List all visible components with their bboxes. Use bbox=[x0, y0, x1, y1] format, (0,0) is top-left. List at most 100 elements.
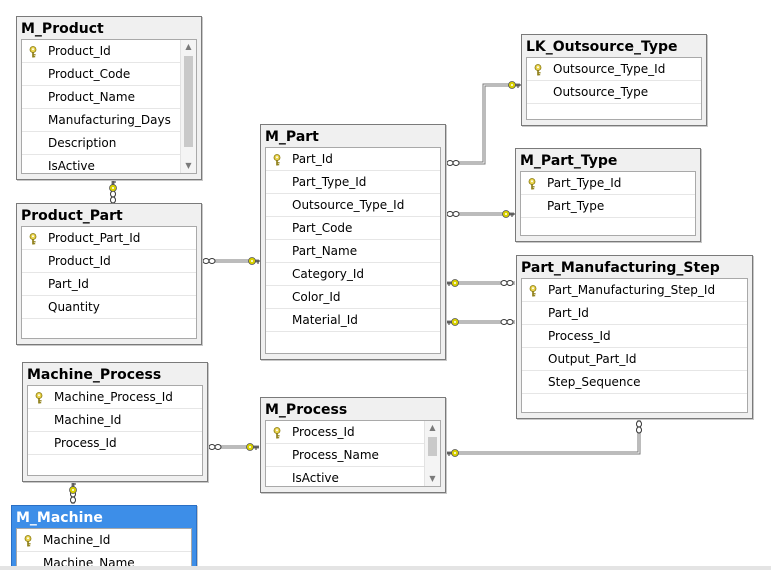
table-part-manufacturing-step[interactable]: Part_Manufacturing_Step Part_Manufacturi… bbox=[516, 255, 753, 419]
one-end-key-icon bbox=[508, 81, 521, 89]
column-name: Outsource_Type_Id bbox=[292, 198, 405, 212]
table-title: LK_Outsource_Type bbox=[526, 39, 678, 55]
column-name: Manufacturing_Days bbox=[48, 113, 171, 127]
column-row[interactable]: Process_Id bbox=[266, 421, 440, 444]
relationship-part-manufacturing-step-to-m-process[interactable] bbox=[446, 420, 642, 457]
table-title: Part_Manufacturing_Step bbox=[521, 260, 720, 276]
scroll-up-icon[interactable]: ▲ bbox=[429, 423, 436, 432]
column-name: Output_Part_Id bbox=[548, 352, 637, 366]
scroll-thumb[interactable] bbox=[184, 56, 193, 147]
scroll-down-icon[interactable]: ▼ bbox=[185, 161, 192, 170]
column-name: Color_Id bbox=[292, 290, 341, 304]
primary-key-icon bbox=[29, 46, 37, 58]
many-end-icon bbox=[500, 319, 508, 325]
column-row[interactable]: Product_Name bbox=[22, 86, 196, 109]
primary-key-icon bbox=[35, 392, 43, 404]
relationship-product-part-to-m-part[interactable] bbox=[202, 257, 261, 265]
column-row[interactable]: Color_Id bbox=[266, 286, 440, 309]
column-row[interactable]: Process_Id bbox=[28, 432, 202, 455]
relationship-m-part-to-lk-outsource-type[interactable] bbox=[446, 81, 521, 166]
column-row[interactable]: Part_Type_Id bbox=[266, 171, 440, 194]
column-row[interactable]: Material_Id bbox=[266, 309, 440, 332]
relationship-machine-process-to-m-machine[interactable] bbox=[69, 481, 77, 504]
column-name: Process_Id bbox=[548, 329, 611, 343]
column-row[interactable]: IsActive bbox=[266, 467, 440, 486]
column-row[interactable]: Process_Id bbox=[522, 325, 747, 348]
scroll-thumb[interactable] bbox=[428, 437, 437, 456]
column-row[interactable]: Outsource_Type_Id bbox=[527, 58, 701, 81]
column-row[interactable]: Part_Manufacturing_Step_Id bbox=[522, 279, 747, 302]
column-row[interactable]: Process_Name bbox=[266, 444, 440, 467]
primary-key-icon bbox=[273, 427, 281, 439]
column-name: Process_Name bbox=[292, 448, 379, 462]
scrollbar[interactable]: ▲ ▼ bbox=[180, 40, 196, 173]
primary-key-icon bbox=[29, 233, 37, 245]
scroll-down-icon[interactable]: ▼ bbox=[429, 474, 436, 483]
relationship-m-part-to-m-part-type[interactable] bbox=[446, 210, 515, 218]
column-row[interactable]: Quantity bbox=[22, 296, 196, 319]
table-title: M_Part_Type bbox=[520, 153, 618, 169]
column-row[interactable]: Part_Id bbox=[266, 148, 440, 171]
column-row[interactable]: Part_Code bbox=[266, 217, 440, 240]
column-name: Part_Manufacturing_Step_Id bbox=[548, 283, 716, 297]
column-name: Part_Id bbox=[548, 306, 589, 320]
column-row[interactable]: Step_Sequence bbox=[522, 371, 747, 394]
column-row[interactable]: Output_Part_Id bbox=[522, 348, 747, 371]
one-end-key-icon bbox=[446, 279, 459, 287]
column-row[interactable]: Part_Type_Id bbox=[521, 172, 695, 195]
column-name: Part_Id bbox=[48, 277, 89, 291]
one-end-key-icon bbox=[446, 449, 459, 457]
table-title: M_Part bbox=[265, 129, 319, 145]
column-row[interactable]: Product_Part_Id bbox=[22, 227, 196, 250]
relationship-product-part-to-m-product[interactable] bbox=[109, 179, 117, 204]
column-row[interactable]: Product_Id bbox=[22, 40, 196, 63]
column-row[interactable]: Part_Type bbox=[521, 195, 695, 218]
column-row[interactable]: Manufacturing_Days bbox=[22, 109, 196, 132]
column-row[interactable]: Part_Name bbox=[266, 240, 440, 263]
one-end-key-icon bbox=[69, 481, 77, 494]
column-row[interactable]: Outsource_Type_Id bbox=[266, 194, 440, 217]
scrollbar[interactable]: ▲ ▼ bbox=[424, 421, 440, 486]
column-name: Part_Name bbox=[292, 244, 358, 258]
relationship-part-manufacturing-step-to-m-part-part[interactable] bbox=[446, 279, 515, 287]
column-row[interactable]: Machine_Process_Id bbox=[28, 386, 202, 409]
column-name: Outsource_Type_Id bbox=[553, 62, 666, 76]
column-row[interactable]: Part_Id bbox=[22, 273, 196, 296]
many-end-icon bbox=[202, 258, 210, 264]
relationship-part-manufacturing-step-to-m-part-output[interactable] bbox=[446, 318, 515, 326]
column-row[interactable]: Machine_Id bbox=[28, 409, 202, 432]
many-end-icon bbox=[208, 444, 216, 450]
column-name: Material_Id bbox=[292, 313, 358, 327]
column-row[interactable]: Product_Code bbox=[22, 63, 196, 86]
one-end-key-icon bbox=[446, 318, 459, 326]
column-row[interactable]: Category_Id bbox=[266, 263, 440, 286]
scroll-up-icon[interactable]: ▲ bbox=[185, 42, 192, 51]
table-title: M_Process bbox=[265, 402, 348, 418]
many-end-icon bbox=[452, 160, 460, 166]
column-row[interactable]: Product_Id bbox=[22, 250, 196, 273]
column-row[interactable]: Outsource_Type bbox=[527, 81, 701, 104]
column-row[interactable]: Part_Id bbox=[522, 302, 747, 325]
horizontal-scrollbar[interactable] bbox=[0, 566, 771, 570]
column-name: Part_Type_Id bbox=[547, 176, 622, 190]
column-row[interactable]: Machine_Id bbox=[17, 529, 191, 552]
column-name: Product_Code bbox=[48, 67, 131, 81]
relationship-machine-process-to-m-process[interactable] bbox=[208, 443, 259, 451]
many-end-icon bbox=[500, 280, 508, 286]
column-name: IsActive bbox=[292, 471, 339, 485]
column-name: Process_Id bbox=[292, 425, 355, 439]
column-row[interactable]: IsActive bbox=[22, 155, 196, 173]
column-row[interactable]: Description bbox=[22, 132, 196, 155]
column-name: Part_Code bbox=[292, 221, 353, 235]
table-title: M_Product bbox=[21, 21, 104, 37]
table-title: Machine_Process bbox=[27, 367, 162, 383]
